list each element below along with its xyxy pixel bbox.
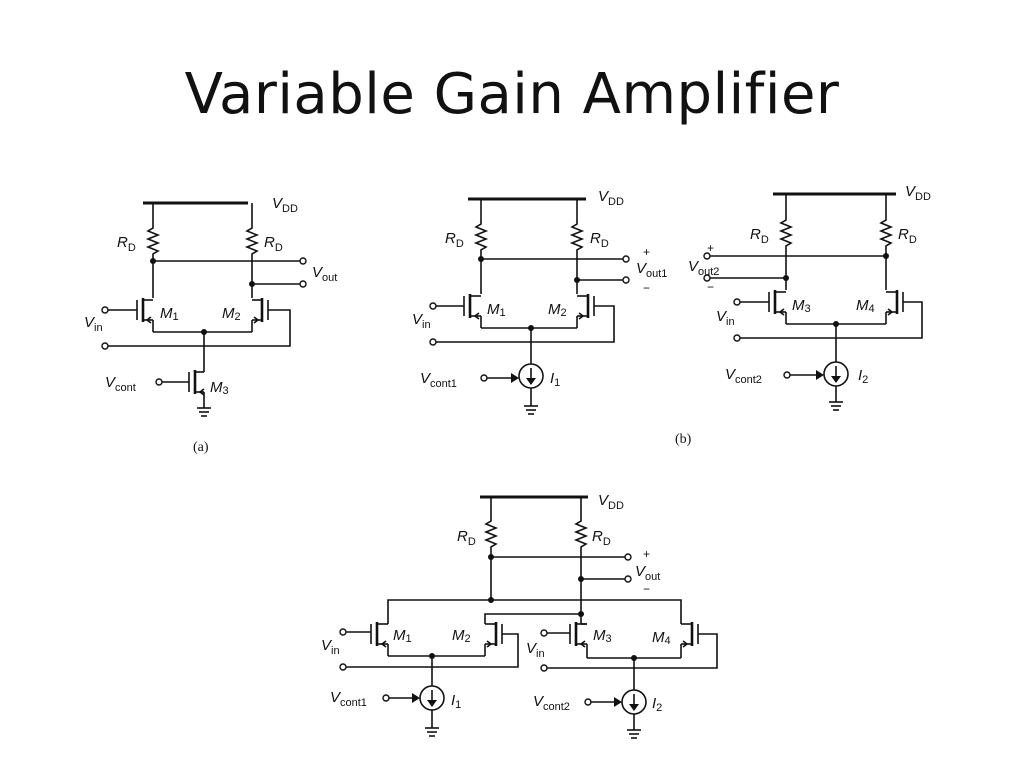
vout-minus-terminal-a bbox=[299, 280, 307, 288]
m3-label-a: M3 bbox=[210, 379, 229, 397]
circuit-b-right: VDD RD RD + Vout2 − Vin M3 bbox=[688, 183, 931, 411]
rd-label-right-b1: RD bbox=[590, 230, 609, 250]
vout-plus-terminal-a bbox=[299, 257, 307, 265]
vcont2-label-b: Vcont2 bbox=[725, 366, 762, 386]
svg-text:−: − bbox=[707, 280, 714, 294]
svg-text:M1: M1 bbox=[393, 627, 412, 645]
circuit-a: VDD RD RD Vout Vin M1 bbox=[84, 195, 337, 455]
m1-label-a: M1 bbox=[160, 305, 179, 323]
slide-title: Variable Gain Amplifier bbox=[184, 62, 840, 127]
svg-text:+: + bbox=[643, 547, 650, 561]
svg-text:RD: RD bbox=[750, 226, 769, 246]
svg-text:RD: RD bbox=[457, 528, 476, 548]
svg-text:VDD: VDD bbox=[598, 492, 624, 512]
vdd-label-b2: VDD bbox=[905, 183, 931, 203]
svg-text:Vin: Vin bbox=[321, 637, 340, 657]
svg-text:I2: I2 bbox=[652, 695, 662, 714]
svg-text:I1: I1 bbox=[451, 692, 461, 711]
vout-label-c: Vout bbox=[635, 563, 660, 583]
svg-text:Vin: Vin bbox=[526, 640, 545, 660]
circuit-b-left: VDD RD RD + Vout1 − Vin M1 bbox=[412, 188, 667, 415]
svg-text:RD: RD bbox=[592, 528, 611, 548]
svg-text:Vcont1: Vcont1 bbox=[330, 689, 367, 709]
svg-text:M4: M4 bbox=[652, 629, 671, 647]
svg-text:Vin: Vin bbox=[716, 308, 735, 328]
vin-label-b1: Vin bbox=[412, 311, 431, 331]
rd-label-left-b1: RD bbox=[445, 230, 464, 250]
i1-label-b: I1 bbox=[550, 370, 560, 389]
caption-b: (b) bbox=[675, 432, 692, 447]
i2-label-b: I2 bbox=[858, 367, 868, 386]
svg-text:−: − bbox=[643, 281, 650, 295]
rd-label-left-a: RD bbox=[117, 234, 136, 254]
svg-text:M1: M1 bbox=[487, 301, 506, 319]
vout2-label-b: Vout2 bbox=[688, 258, 719, 278]
rd-label-right-a: RD bbox=[264, 234, 283, 254]
resistor-rd-left-a bbox=[147, 221, 159, 261]
svg-text:M3: M3 bbox=[593, 627, 612, 645]
svg-text:M2: M2 bbox=[452, 627, 471, 645]
vout1-label-b: Vout1 bbox=[636, 260, 667, 280]
vin-minus-terminal-a bbox=[101, 342, 109, 350]
vcont-terminal-a bbox=[155, 378, 163, 386]
vout-label-a: Vout bbox=[312, 264, 337, 284]
svg-text:+: + bbox=[643, 245, 650, 259]
vin-plus-terminal-a bbox=[101, 306, 109, 314]
vdd-label-b1: VDD bbox=[598, 188, 624, 208]
vcont1-label-b: Vcont1 bbox=[420, 370, 457, 390]
svg-text:+: + bbox=[707, 241, 714, 255]
circuit-combined: VDD RD RD + Vout − Vin M1 bbox=[321, 492, 718, 739]
resistor-rd-right-a bbox=[246, 221, 258, 261]
caption-a: (a) bbox=[193, 440, 209, 455]
svg-text:RD: RD bbox=[898, 226, 917, 246]
svg-text:M2: M2 bbox=[548, 301, 567, 319]
svg-text:M4: M4 bbox=[856, 297, 875, 315]
vcont-label-a: Vcont bbox=[105, 374, 136, 394]
m2-label-a: M2 bbox=[222, 305, 241, 323]
svg-text:Vcont2: Vcont2 bbox=[533, 693, 570, 713]
vin-label-a: Vin bbox=[84, 314, 103, 334]
vdd-label-a: VDD bbox=[272, 195, 298, 215]
svg-text:−: − bbox=[643, 582, 650, 596]
svg-text:M3: M3 bbox=[792, 297, 811, 315]
